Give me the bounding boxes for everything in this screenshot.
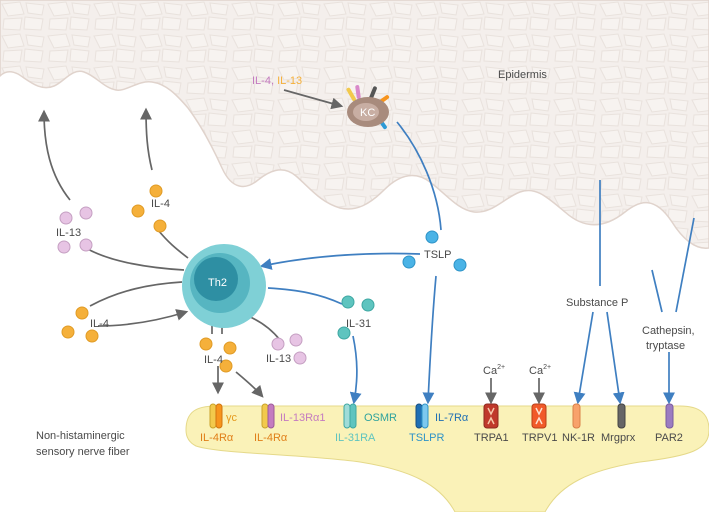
arrow-il4-to-il13ra1 xyxy=(235,371,264,398)
arrow-epi-to-cathepsin-1 xyxy=(651,269,663,313)
tryptase-label: tryptase xyxy=(646,340,685,352)
epidermis-label: Epidermis xyxy=(498,69,547,81)
il13-dots-left xyxy=(57,206,93,254)
il4-dots-left xyxy=(61,306,99,343)
receptor-nk1r xyxy=(572,403,581,429)
il13-bottom-label: IL-13 xyxy=(266,353,291,365)
il4-dots-upper xyxy=(131,184,167,233)
il4-bottom-label: IL-4 xyxy=(204,354,223,366)
il4ra-label-2: IL-4Rα xyxy=(254,432,288,444)
arrow-il4-to-th2-bottom xyxy=(97,309,189,327)
th2-cell xyxy=(182,244,266,328)
trpa1-label: TRPA1 xyxy=(474,432,509,444)
il31ra-label: IL-31RA xyxy=(335,432,376,444)
epidermis-layer xyxy=(0,0,709,249)
il13-left-label: IL-13 xyxy=(56,227,81,239)
il4-left-label: IL-4 xyxy=(90,318,109,330)
arrow-th2-to-il13-bottom xyxy=(247,315,281,341)
il4ra-label-1: IL-4Rα xyxy=(200,432,234,444)
substance-p-label: Substance P xyxy=(566,297,628,309)
tslp-label: TSLP xyxy=(424,249,452,261)
keratinocyte xyxy=(346,85,390,130)
receptor-gamma-c xyxy=(209,403,223,429)
receptor-mrgprx xyxy=(617,403,626,429)
gray-arrows xyxy=(38,89,545,405)
il4-il13-top-label: IL-4, IL-13 xyxy=(252,75,302,87)
tslp-dots xyxy=(402,230,467,272)
receptor-tslpr xyxy=(415,403,429,429)
arrow-il4il13-to-kc xyxy=(283,89,344,110)
ca-label-1: Ca2+ xyxy=(483,364,505,377)
il31-dots xyxy=(337,295,375,340)
receptor-trpv1 xyxy=(531,403,547,429)
arrow-th2-to-il13-left xyxy=(85,247,185,271)
il7ra-label: IL-7Rα xyxy=(435,412,469,424)
il13-dots-bottom xyxy=(271,333,307,365)
arrow-kc-to-tslp xyxy=(396,121,442,231)
arrow-tslp-to-tslpr xyxy=(422,275,437,405)
arrow-tslp-to-th2 xyxy=(259,252,421,270)
arrow-il13-up xyxy=(38,109,71,201)
il4-upper-label: IL-4 xyxy=(151,198,170,210)
mrgprx-label: Mrgprx xyxy=(601,432,636,444)
blue-arrows xyxy=(259,121,695,405)
arrow-th2-to-il31 xyxy=(267,287,343,305)
arrow-subp-to-nk1r xyxy=(573,311,594,405)
gamma-c-label: γc xyxy=(226,412,238,424)
nk1r-label: NK-1R xyxy=(562,432,595,444)
ca-label-2: Ca2+ xyxy=(529,364,551,377)
arrow-epi-to-cathepsin-2 xyxy=(675,217,695,313)
arrow-subp-to-mrgprx xyxy=(606,311,625,405)
tslpr-label: TSLPR xyxy=(409,432,445,444)
par2-label: PAR2 xyxy=(655,432,683,444)
arrow-il4-up xyxy=(140,107,153,171)
th2-label: Th2 xyxy=(208,277,227,289)
receptor-par2 xyxy=(665,403,674,429)
receptor-il13ra1 xyxy=(261,403,275,429)
nerve-fiber xyxy=(185,405,709,512)
arrow-th2-to-il4-upper xyxy=(157,229,189,259)
nerve-label-line2: sensory nerve fiber xyxy=(36,446,130,458)
osmr-label: OSMR xyxy=(364,412,397,424)
il4-dots-bottom xyxy=(199,337,237,373)
arrow-il31-to-osmr xyxy=(349,335,362,405)
receptor-trpa1 xyxy=(483,403,499,429)
receptor-osmr xyxy=(343,403,357,429)
arrow-il4-to-th2-top xyxy=(89,281,183,307)
nerve-label-line1: Non-histaminergic xyxy=(36,430,125,442)
il31-label: IL-31 xyxy=(346,318,371,330)
kc-label: KC xyxy=(360,107,375,119)
il13ra1-label: IL-13Rα1 xyxy=(280,412,326,424)
cathepsin-label: Cathepsin, xyxy=(642,325,695,337)
trpv1-label: TRPV1 xyxy=(522,432,557,444)
